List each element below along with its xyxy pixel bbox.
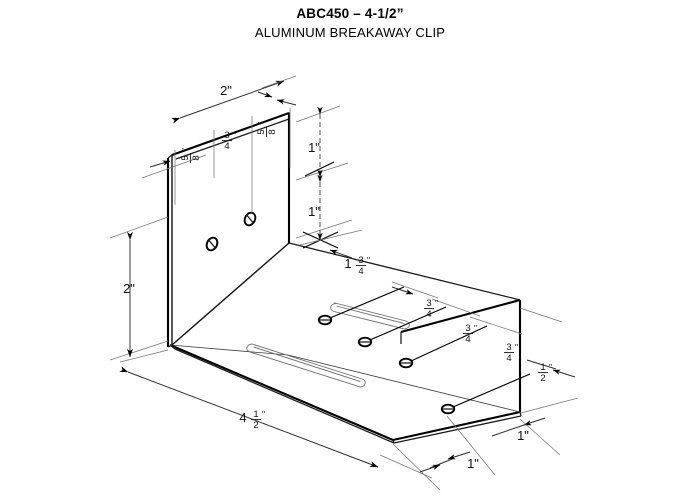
flange-face	[172, 113, 289, 345]
footer-note	[0, 493, 700, 500]
label-edge-left-unit: "	[180, 148, 190, 151]
dim-base-hole-spacing-2	[431, 298, 481, 317]
label-vertical-lower: 1"	[308, 204, 320, 219]
label-bottom-right-1: 1"	[517, 428, 529, 443]
label-base-hole-3-den: 4	[506, 353, 511, 364]
base-hole-3	[398, 357, 414, 369]
label-edge-left-num: 5	[180, 155, 191, 160]
base-hole-leaders	[329, 286, 531, 408]
label-hole-spacing-top-num: 3	[224, 130, 229, 141]
label-edge-right-den: 8	[267, 129, 278, 134]
base-hole-4	[440, 403, 456, 415]
label-base-hole-3-unit: "	[515, 342, 518, 352]
base-front-right-outer	[392, 410, 521, 442]
base-plate-face	[170, 345, 520, 440]
base-back-edge	[288, 242, 521, 301]
label-base-offset-den: 4	[358, 266, 363, 277]
label-base-length-den: 2	[253, 420, 258, 431]
base-left-short-edge	[169, 344, 289, 356]
label-hole-spacing-top-den: 4	[224, 141, 229, 152]
base-hole-1	[317, 314, 333, 326]
dim-label-flange-width: 2"	[220, 83, 232, 98]
part-title: ABC450 – 4-1/2”	[296, 6, 404, 21]
dim-base-offset	[299, 229, 363, 259]
part-subtitle: ALUMINUM BREAKAWAY CLIP	[254, 25, 446, 40]
dim-label-base-length: 4 1 2 "	[239, 409, 265, 431]
dim-bottom-right-2	[392, 443, 471, 491]
dim-label-base-hole-2: 3 4 "	[463, 323, 477, 345]
dim-label-base-edge: 1 2 "	[538, 362, 552, 384]
dim-base-hole-spacing-3	[469, 316, 523, 335]
label-base-hole-3-num: 3	[506, 342, 511, 353]
label-base-edge-unit: "	[549, 362, 552, 372]
flange-hole-upper	[243, 211, 257, 227]
dim-label-base-hole-3: 3 4 "	[504, 342, 518, 364]
dim-label-edge-left: 5 8 "	[180, 148, 202, 163]
label-base-offset-whole: 1	[344, 256, 351, 271]
dim-label-edge-right: 5 8 "	[256, 122, 278, 137]
label-base-offset-unit: "	[367, 255, 370, 265]
dim-label-base-offset: 1 3 4 "	[344, 255, 370, 277]
label-edge-left-den: 8	[191, 155, 202, 160]
label-base-offset-num: 3	[358, 255, 363, 266]
label-base-edge-num: 1	[540, 362, 545, 373]
flange-hole-lower	[205, 236, 219, 252]
base-front-corner-cap	[392, 439, 395, 444]
label-base-hole-1-num: 3	[426, 298, 431, 309]
dim-edge-left	[141, 154, 207, 179]
dim-vertical-stack	[295, 105, 353, 249]
label-flange-height: 2"	[123, 281, 135, 296]
dim-bottom-right-1	[446, 415, 561, 476]
base-slot-upper	[330, 302, 410, 330]
dim-base-hole-spacing-1	[391, 281, 439, 299]
base-right-corner-cap	[519, 411, 522, 417]
dim-flange-width	[171, 80, 291, 205]
dim-label-hole-spacing-top: 3 4 "	[222, 130, 236, 152]
label-edge-right-num: 5	[256, 129, 267, 134]
label-base-hole-2-unit: "	[474, 323, 477, 333]
label-base-hole-2-num: 3	[465, 323, 470, 334]
label-base-hole-1-den: 4	[426, 309, 431, 320]
label-bottom-right-2: 1"	[467, 456, 479, 471]
label-base-edge-den: 2	[540, 373, 545, 384]
dim-base-edge	[519, 307, 579, 414]
bracket-body	[166, 112, 522, 444]
title-block: ABC450 – 4-1/2” ALUMINUM BREAKAWAY CLIP	[0, 0, 700, 42]
bend-line	[171, 242, 290, 346]
base-interior-ridge	[287, 354, 521, 413]
label-edge-right-unit: "	[256, 122, 266, 125]
dim-hole-reference-lines	[213, 116, 253, 213]
label-base-length-num: 1	[253, 409, 258, 420]
label-flange-width: 2"	[220, 83, 232, 98]
label-base-hole-1-unit: "	[435, 298, 438, 308]
label-base-hole-2-den: 4	[465, 334, 470, 345]
flange-top-edge-inner	[175, 118, 290, 160]
label-base-length-unit: "	[262, 409, 265, 419]
label-vertical-upper: 1"	[308, 140, 320, 155]
base-step-edge	[400, 298, 521, 334]
label-base-length-whole: 4	[239, 410, 246, 425]
label-hole-spacing-top-unit: "	[233, 130, 236, 140]
base-hole-2	[357, 336, 373, 348]
dim-flange-height	[109, 216, 169, 361]
dim-edge-right	[257, 75, 297, 106]
flange-thickness-top-cap	[167, 154, 173, 159]
base-front-left-cap	[169, 344, 176, 350]
dim-label-base-hole-1: 3 4 "	[424, 298, 438, 320]
